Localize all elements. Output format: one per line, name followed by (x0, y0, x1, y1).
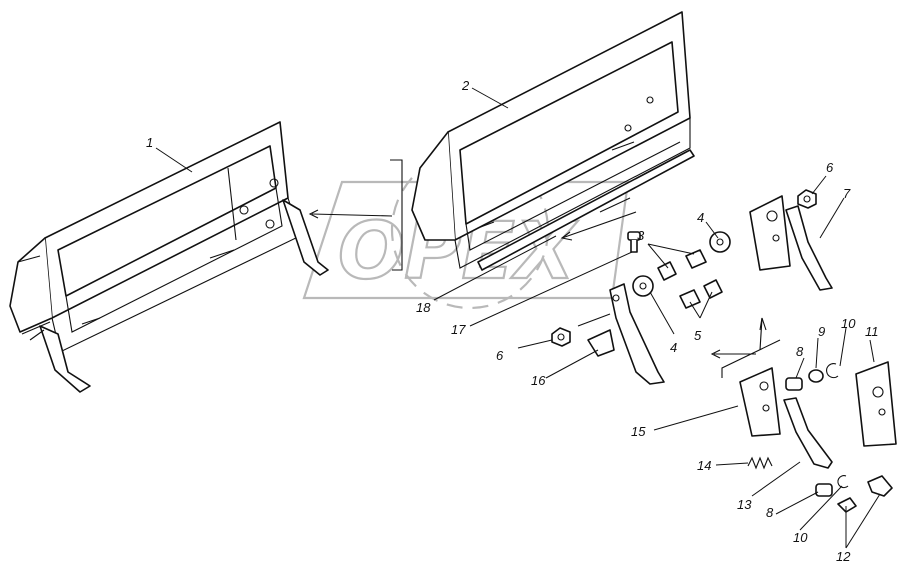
part-13-link-arm (783, 397, 833, 469)
callout-3: 3 (637, 228, 645, 243)
part-18-rail (477, 149, 695, 271)
callout-1: 1 (146, 135, 153, 150)
part-17-pin (627, 231, 641, 253)
callout-2: 2 (461, 78, 470, 93)
part-2-glovebox-right (411, 11, 691, 269)
callout-17: 17 (451, 322, 466, 337)
part-5-screws (679, 279, 723, 309)
callout-16: 16 (531, 373, 546, 388)
callout-18: 18 (416, 300, 431, 315)
callout-4b: 4 (670, 340, 677, 355)
callout-15: 15 (631, 424, 646, 439)
callout-7: 7 (843, 186, 851, 201)
part-1-glovebox-left (9, 121, 329, 393)
part-16-hinge-left (577, 283, 665, 385)
callout-10b: 10 (793, 530, 808, 545)
part-8-pin-upper (785, 377, 803, 391)
callout-11: 11 (865, 324, 879, 339)
assembly-arrows (308, 159, 781, 378)
callout-13: 13 (737, 497, 752, 512)
callout-12: 12 (836, 549, 851, 564)
part-10-clip-lower (837, 475, 849, 489)
callout-labels: 1 2 3 4 4 5 6 6 7 8 8 9 10 10 11 12 13 1… (146, 78, 879, 564)
part-15-plate (739, 367, 781, 437)
part-4-washers (632, 231, 731, 297)
callout-8b: 8 (766, 505, 774, 520)
part-8-pin-lower (815, 483, 833, 497)
part-6-nut-left (551, 327, 571, 347)
callout-4a: 4 (697, 210, 704, 225)
part-10-clip-upper (826, 363, 839, 379)
part-11-bracket-plate (855, 361, 897, 447)
callout-6b: 6 (826, 160, 834, 175)
callout-6a: 6 (496, 348, 504, 363)
callout-5: 5 (694, 328, 702, 343)
callout-14: 14 (697, 458, 711, 473)
part-7-hinge-right (749, 195, 833, 291)
callout-10a: 10 (841, 316, 856, 331)
part-14-spring (747, 456, 773, 470)
part-12-latch (837, 475, 893, 513)
callout-8a: 8 (796, 344, 804, 359)
part-6-nut-right (797, 189, 817, 209)
part-3-screws (657, 249, 707, 281)
part-9-bushing (808, 369, 824, 383)
leader-lines (155, 87, 881, 549)
callout-9: 9 (818, 324, 825, 339)
